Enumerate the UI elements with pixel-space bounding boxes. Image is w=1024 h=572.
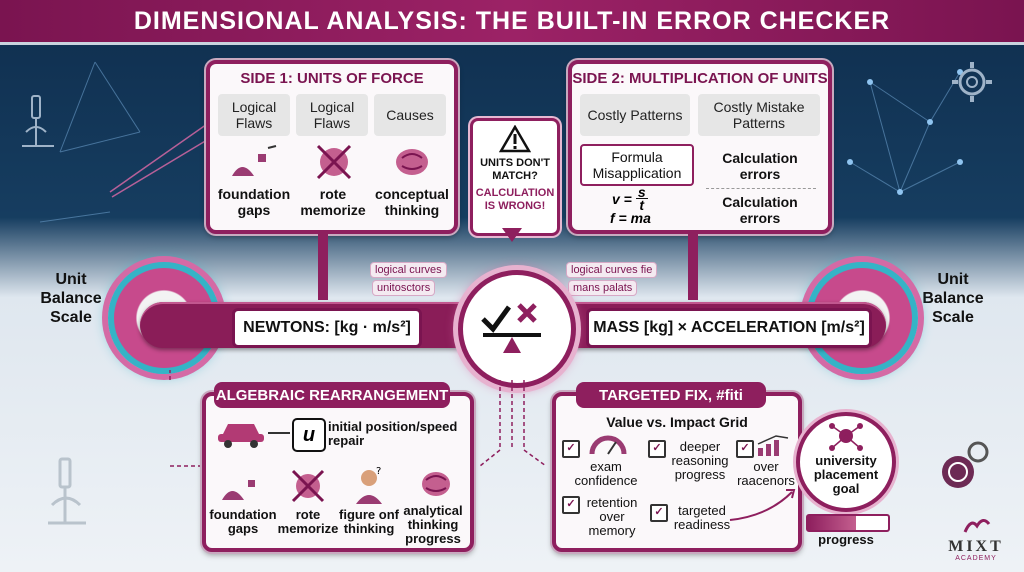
- side1-title: SIDE 1: UNITS OF FORCE: [240, 70, 424, 87]
- algebra-item-3: figure onf thinking: [339, 507, 399, 536]
- microscope-icon: [48, 457, 86, 525]
- network-node-icon: [829, 423, 863, 451]
- progress-label: progress: [818, 532, 874, 547]
- logo-name: MIXT: [948, 538, 1004, 555]
- background-network: [39, 61, 963, 223]
- pillar-left: [318, 230, 328, 300]
- side2-error-2: Calculation errors: [722, 194, 798, 226]
- side2-card: SIDE 2: MULTIPLICATION OF UNITS Costly P…: [568, 60, 832, 234]
- fix-item-2: deeper reasoning progress: [671, 439, 729, 482]
- brain-crossed-icon: [316, 144, 352, 180]
- warning-bubble-tail: [502, 228, 522, 242]
- fix-item-5: targeted readiness: [673, 503, 731, 532]
- globe-gear-icon: [942, 441, 989, 488]
- side2-divider: [706, 188, 816, 189]
- brain-crossed-icon: [291, 469, 325, 503]
- microscope-icon: [22, 95, 54, 147]
- check-cross-balance-icon: [481, 303, 541, 353]
- algebra-arrow: [268, 432, 290, 434]
- fix-check-2: ✓: [648, 440, 666, 458]
- algebra-item-2: rote memorize: [277, 507, 339, 536]
- fix-check-4: ✓: [562, 496, 580, 514]
- warning-line1: UNITS DON'T MATCH?: [480, 157, 550, 182]
- connector-tag-2: unitosctors: [372, 280, 436, 296]
- scale-label-left: Unit Balance Scale: [40, 271, 102, 326]
- algebra-title-tab: ALGEBRAIC REARRANGEMENT: [214, 382, 450, 408]
- algebra-title: ALGEBRAIC REARRANGEMENT: [215, 386, 449, 404]
- u-symbol-box: u: [292, 418, 326, 452]
- foundation-gaps-icon: [232, 145, 277, 176]
- title-banner: DIMENSIONAL ANALYSIS: THE BUILT-IN ERROR…: [0, 0, 1024, 45]
- progress-fill: [808, 516, 856, 530]
- side1-card: SIDE 1: UNITS OF FORCE Logical Flaws Log…: [206, 60, 458, 234]
- algebra-card: ALGEBRAIC REARRANGEMENT u initial positi…: [202, 382, 474, 552]
- side1-item-1: foundation gaps: [217, 186, 291, 218]
- growth-chart-icon: [757, 435, 789, 456]
- side1-header-1: Logical Flaws: [218, 94, 290, 136]
- fix-check-3: ✓: [736, 440, 754, 458]
- gear-icon: [952, 62, 992, 102]
- warning-bubble: UNITS DON'T MATCH? CALCULATION IS WRONG!: [470, 118, 560, 236]
- side1-item-3: conceptual thinking: [375, 186, 449, 218]
- page-title: DIMENSIONAL ANALYSIS: THE BUILT-IN ERROR…: [133, 6, 891, 35]
- brain-icon: [422, 472, 450, 496]
- scale-eq-right: MASS [kg] × ACCELERATION [m/s²]: [586, 308, 872, 348]
- algebra-item-4: analytical thinking progress: [403, 503, 463, 546]
- svg-text:?: ?: [376, 466, 381, 477]
- formula-velocity: v = s t: [612, 184, 648, 213]
- fix-check-5: ✓: [650, 504, 668, 522]
- goal-circle: university placement goal: [796, 412, 896, 512]
- thinking-person-icon: ?: [356, 466, 382, 504]
- logo-mark-icon: [963, 519, 991, 533]
- fix-subtitle: Value vs. Impact Grid: [606, 414, 748, 430]
- formula-force: f = ma: [610, 210, 651, 226]
- side2-header-2: Costly Mistake Patterns: [698, 94, 820, 136]
- brain-icon: [396, 149, 428, 175]
- warning-icon: [499, 125, 531, 153]
- gauge-icon: [589, 435, 627, 455]
- connector-tag-4: mans palats: [568, 280, 638, 296]
- scale-eq-left: NEWTONS: [kg · m/s²]: [232, 308, 422, 348]
- algebra-item-1: foundation gaps: [209, 507, 277, 536]
- connector-tag-1: logical curves: [370, 262, 447, 278]
- side1-header-2: Logical Flaws: [296, 94, 368, 136]
- side2-error-1: Calculation errors: [722, 150, 798, 182]
- fix-item-3: over raacenors: [737, 459, 795, 488]
- side2-header-1: Costly Patterns: [580, 94, 690, 136]
- goal-label: university placement goal: [813, 453, 879, 496]
- scale-label-right: Unit Balance Scale: [922, 271, 984, 326]
- fix-arrow: [729, 489, 796, 521]
- side2-title: SIDE 2: MULTIPLICATION OF UNITS: [572, 70, 828, 87]
- foundation-gaps-icon: [222, 480, 255, 500]
- fix-title-tab: TARGETED FIX, #fiti: [576, 382, 766, 408]
- balance-hub: [458, 270, 576, 388]
- u-description: initial position/speed repair: [328, 419, 458, 448]
- progress-bar: [806, 514, 890, 532]
- logo-sub: ACADEMY: [955, 555, 997, 562]
- side1-item-2: rote memorize: [300, 186, 366, 218]
- car-icon: [218, 424, 264, 448]
- formula-box: Formula Misapplication: [580, 144, 694, 186]
- side1-header-3: Causes: [374, 94, 446, 136]
- fix-card: TARGETED FIX, #fiti Value vs. Impact Gri…: [552, 382, 802, 552]
- pillar-right: [688, 230, 698, 300]
- dashed-connectors: [169, 370, 547, 467]
- fix-item-4: retention over memory: [586, 495, 638, 538]
- fix-title: TARGETED FIX, #fiti: [599, 386, 743, 404]
- logo: MIXT ACADEMY: [944, 514, 1008, 566]
- fix-check-1: ✓: [562, 440, 580, 458]
- warning-line2: CALCULATION IS WRONG!: [475, 187, 555, 212]
- fix-item-1: exam confidence: [574, 459, 638, 488]
- connector-tag-3: logical curves fie: [566, 262, 658, 278]
